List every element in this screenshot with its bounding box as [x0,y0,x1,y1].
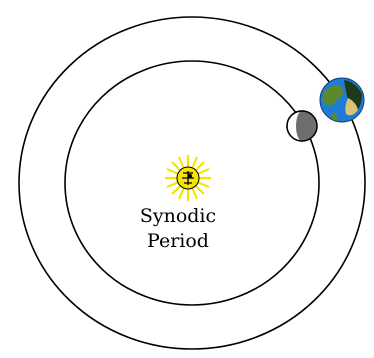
diagram-label-line1: Synodic [140,205,216,227]
sun-icon [165,155,211,201]
diagram-label-line2: Period [147,230,209,252]
inner-planet-icon [287,111,317,141]
earth-icon [320,78,364,122]
